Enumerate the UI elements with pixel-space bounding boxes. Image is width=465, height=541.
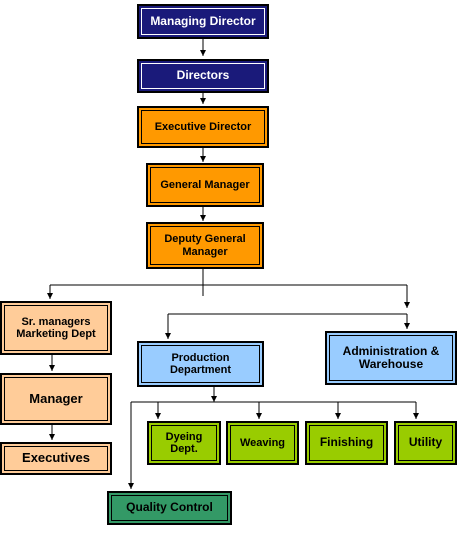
finishing-box: Finishing (305, 421, 388, 465)
weaving-label: Weaving (239, 436, 286, 449)
deputy-general-manager-label: Deputy General Manager (164, 233, 246, 258)
executive-director-label: Executive Director (154, 120, 252, 133)
manager-label: Manager (29, 390, 83, 406)
finishing-label: Finishing (319, 435, 374, 450)
manager-box: Manager (0, 373, 112, 425)
dyeing-dept-box: Dyeing Dept. (147, 421, 221, 465)
administration-warehouse-box: Administration & Warehouse (325, 331, 457, 385)
production-department-box: Production Department (137, 341, 264, 387)
administration-warehouse-label: Administration & Warehouse (342, 343, 440, 371)
directors-label: Directors (176, 68, 230, 83)
quality-control-label: Quality Control (126, 500, 213, 515)
general-manager-box: General Manager (146, 163, 264, 207)
utility-label: Utility (408, 435, 443, 450)
executive-director-box: Executive Director (137, 106, 269, 148)
deputy-general-manager-box: Deputy General Manager (146, 222, 264, 269)
directors-box: Directors (137, 59, 269, 93)
sr-managers-marketing-label: Sr. managers Marketing Dept (16, 315, 96, 340)
production-department-label: Production Department (169, 351, 232, 376)
executives-box: Executives (0, 442, 112, 475)
weaving-box: Weaving (226, 421, 299, 465)
quality-control-box: Quality Control (107, 491, 232, 525)
managing-director-label: Managing Director (150, 13, 256, 28)
sr-managers-marketing-box: Sr. managers Marketing Dept (0, 301, 112, 355)
dyeing-dept-label: Dyeing Dept. (165, 430, 203, 455)
managing-director-box: Managing Director (137, 4, 269, 39)
executives-label: Executives (22, 450, 90, 466)
general-manager-label: General Manager (160, 178, 250, 191)
utility-box: Utility (394, 421, 457, 465)
